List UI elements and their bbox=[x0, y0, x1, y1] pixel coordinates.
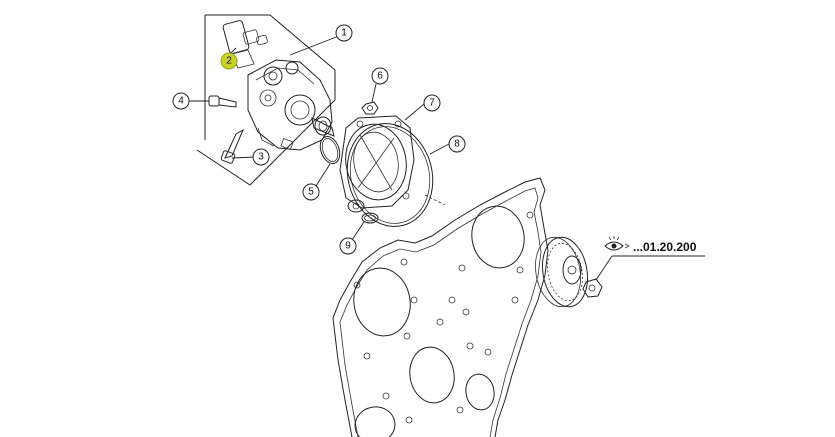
timing-cover-plate bbox=[332, 177, 549, 437]
mounting-bolt-3 bbox=[220, 128, 255, 164]
callout-2-label: 2 bbox=[226, 56, 232, 67]
callout-8[interactable]: 8 bbox=[448, 135, 466, 153]
callout-1[interactable]: 1 bbox=[335, 24, 353, 42]
callout-1-label: 1 bbox=[341, 28, 347, 39]
callout-5-label: 5 bbox=[308, 187, 314, 198]
callout-3[interactable]: 3 bbox=[252, 148, 270, 166]
callout-2[interactable]: 2 bbox=[220, 52, 238, 70]
o-ring-5 bbox=[315, 135, 341, 187]
nut-6 bbox=[361, 83, 379, 115]
small-o-ring-9 bbox=[351, 212, 379, 241]
pump-flange-7 bbox=[339, 103, 425, 213]
reference-code[interactable]: ...01.20.200 bbox=[633, 240, 697, 254]
callout-6-label: 6 bbox=[377, 71, 383, 82]
callout-7-label: 7 bbox=[429, 98, 435, 109]
callout-4[interactable]: 4 bbox=[172, 92, 190, 110]
callout-5[interactable]: 5 bbox=[302, 183, 320, 201]
callout-4-label: 4 bbox=[178, 96, 184, 107]
assembly-bracket bbox=[196, 14, 345, 186]
mounting-bolt-4 bbox=[188, 95, 237, 108]
callout-2-highlight bbox=[220, 52, 238, 70]
fuel-pump-body bbox=[247, 59, 335, 151]
gear-nut bbox=[582, 255, 613, 298]
callout-7[interactable]: 7 bbox=[423, 94, 441, 112]
callout-8-label: 8 bbox=[454, 139, 460, 150]
eye-icon bbox=[604, 236, 630, 251]
callout-6[interactable]: 6 bbox=[371, 67, 389, 85]
callout-3-label: 3 bbox=[258, 152, 264, 163]
callout-9-label: 9 bbox=[345, 241, 351, 252]
drive-gear bbox=[535, 236, 589, 308]
callout-9[interactable]: 9 bbox=[339, 237, 357, 255]
large-o-ring-8 bbox=[346, 123, 450, 227]
